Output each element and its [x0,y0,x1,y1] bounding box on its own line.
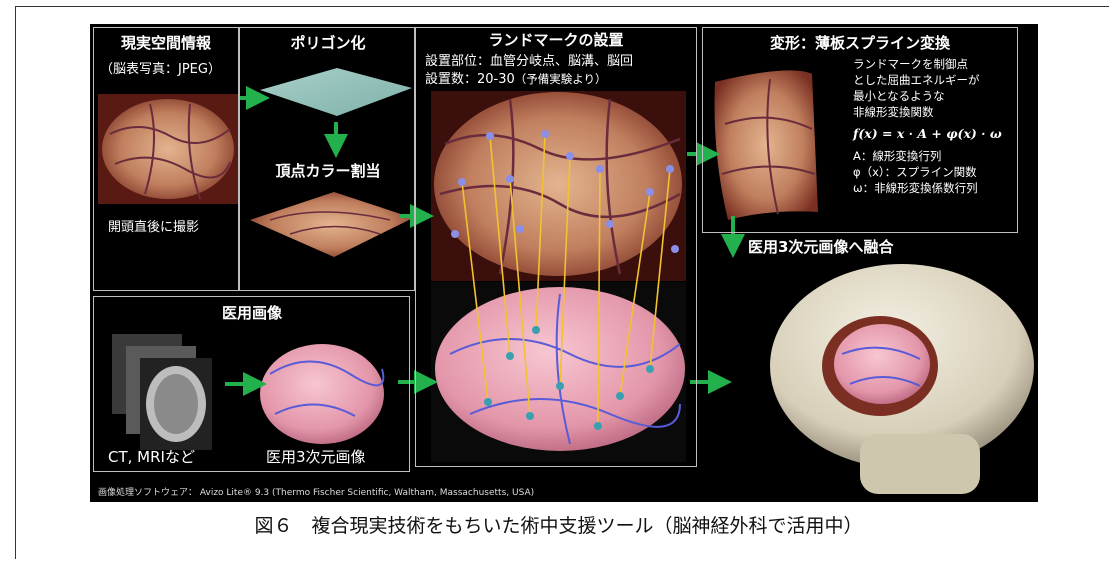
ct-mri-label: CT, MRIなど [108,446,195,467]
real-space-note: 開頭直後に撮影 [108,216,199,235]
transform-desc-4: 非線形変換関数 [853,104,934,120]
fusion-label: 医用3次元画像へ融合 [748,236,893,257]
figure-caption: 図６ 複合現実技術をもちいた術中支援ツール（脳神経外科で活用中） [0,511,1117,538]
landmark-count-value: 設置数：20-30 [425,72,515,87]
software-footer: 画像処理ソフトウェア： Avizo Lite® 9.3 (Thermo Fisc… [98,485,534,498]
skull-fusion-image [770,264,1034,494]
medical-image-title: 医用画像 [98,302,406,323]
landmark-title: ランドマークの設置 [420,29,692,50]
transform-title: 変形：薄板スプライン変換 [710,32,1010,53]
landmark-sites: 設置部位：血管分岐点、脳溝、脳回 [425,50,633,69]
transform-legend-a: A：線形変換行列 [853,148,941,164]
polygon-title: ポリゴン化 [250,32,406,53]
polygon-box [239,27,415,291]
medical-3d-label: 医用3次元画像 [266,446,366,467]
transform-desc-2: とした屈曲エネルギーが [853,72,980,88]
transform-desc-3: 最小となるような [853,88,945,104]
transform-legend-phi: φ（x）：スプライン関数 [853,164,977,180]
real-space-title: 現実空間情報 [98,32,234,53]
landmark-box [415,27,697,467]
vertex-color-title: 頂点カラー割当 [250,160,406,181]
landmark-count: 設置数：20-30（予備実験より） [425,68,607,87]
transform-formula: f(x) = x · A + φ(x) · ω [853,126,1002,141]
figure-panel: 現実空間情報 （脳表写真：JPEG） 開頭直後に撮影 ポリゴン化 頂点カラー割当… [90,24,1038,502]
transform-desc-1: ランドマークを制御点 [853,56,968,72]
real-space-subtitle: （脳表写真：JPEG） [100,58,221,77]
transform-legend-omega: ω：非線形変換係数行列 [853,180,978,196]
landmark-count-note: （予備実験より） [515,72,607,86]
